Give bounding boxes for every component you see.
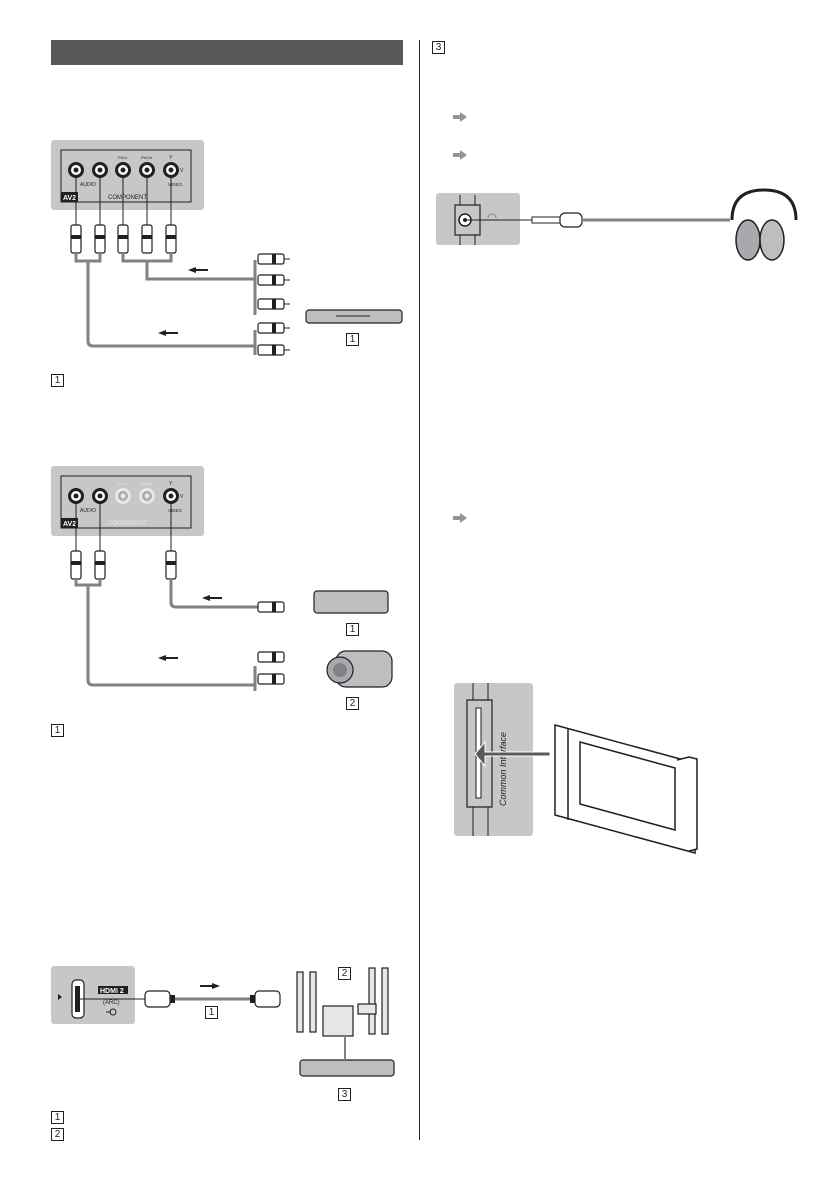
jack-y <box>163 162 179 178</box>
hdmi-panel <box>51 966 135 1024</box>
arc-label: (ARC) <box>103 1000 120 1006</box>
dvd-player-icon <box>305 309 403 324</box>
arrow-right-icon <box>453 513 467 523</box>
arrow-left-icon <box>158 330 178 336</box>
arrow-left-icon <box>158 655 178 661</box>
legend-marker-2: 2 <box>51 1128 64 1141</box>
av-badge: AV2 <box>63 521 76 528</box>
ci-module-diagram: Common Interface <box>466 683 698 854</box>
headphone-symbol-icon <box>487 213 497 219</box>
home-theater-icon <box>296 967 395 1077</box>
ci-module-card <box>554 724 698 854</box>
arrow-right-icon <box>453 112 467 122</box>
device-marker-1: 1 <box>346 333 359 346</box>
label-y: Y <box>169 481 173 487</box>
component-connection-diagram: Pr/Cr Pb/Cb Y V AUDIO VIDEO AV2 COMPONEN… <box>60 149 403 356</box>
label-component: COMPONENT <box>108 521 147 527</box>
headphones-icon <box>730 188 798 261</box>
arrow-right-icon <box>453 150 467 160</box>
player-marker-3: 3 <box>338 1088 351 1101</box>
jack-audio-r <box>92 162 108 178</box>
label-v: V <box>180 168 184 174</box>
camcorder-icon <box>326 650 393 688</box>
section-header-bar <box>51 40 403 65</box>
label-pb: Pb/Cb <box>141 481 153 486</box>
insert-arrow-icon <box>474 740 551 768</box>
label-pr: Pr/Cr <box>118 155 128 160</box>
av-jacks <box>68 162 179 178</box>
arrow-left-icon <box>188 267 208 273</box>
home-theater-marker-2: 2 <box>338 967 351 980</box>
label-audio: AUDIO <box>80 182 96 188</box>
hdmi-plug-device-side <box>250 990 281 1008</box>
label-component: COMPONENT <box>108 195 147 201</box>
jack-audio-l <box>68 162 84 178</box>
arrow-right-icon <box>200 983 220 989</box>
input-icon <box>106 1008 117 1016</box>
label-v: V <box>180 494 184 500</box>
hdmi-connection-diagram: HDMI 2 (ARC) <box>58 967 395 1077</box>
av-badge: AV2 <box>63 195 76 202</box>
headphone-connection-diagram <box>454 188 798 261</box>
step-marker-3: 3 <box>432 41 445 54</box>
label-video: VIDEO <box>168 508 183 513</box>
set-top-box-icon <box>313 590 389 614</box>
hdmi-plug-tv-side <box>144 990 175 1008</box>
label-pb: Pb/Cb <box>141 155 153 160</box>
device-marker-1: 1 <box>346 623 359 636</box>
ci-slot-label: Common Interface <box>498 732 508 806</box>
cable-marker-1: 1 <box>205 1006 218 1019</box>
composite-connection-diagram: Pr/Cr Pb/Cb Y V AUDIO VIDEO AV2 COMPONEN… <box>60 475 393 691</box>
label-video: VIDEO <box>168 182 183 187</box>
label-y: Y <box>169 155 173 161</box>
column-divider <box>419 40 420 1140</box>
arrow-left-icon <box>202 595 222 601</box>
label-audio: AUDIO <box>80 508 96 514</box>
legend-marker-1: 1 <box>51 724 64 737</box>
device-marker-2: 2 <box>346 697 359 710</box>
jack-pr <box>115 162 131 178</box>
legend-marker-1: 1 <box>51 374 64 387</box>
jack-pb <box>139 162 155 178</box>
label-pr: Pr/Cr <box>118 481 128 486</box>
headphone-plug <box>531 212 583 228</box>
legend-marker-1: 1 <box>51 1111 64 1124</box>
rca-plugs-device-side <box>257 253 285 356</box>
hdmi-port-label: HDMI 2 <box>100 988 124 995</box>
